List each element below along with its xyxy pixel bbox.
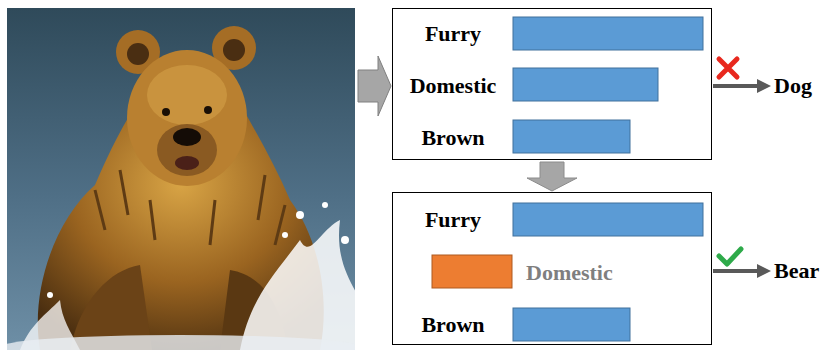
output-arrow (713, 269, 759, 273)
bear-eye (162, 108, 170, 116)
water-drop (296, 211, 304, 219)
class-label: Bear (774, 258, 819, 283)
score-bar (513, 308, 630, 341)
head-highlight (147, 65, 227, 125)
attribute-label: Brown (421, 125, 484, 150)
attribute-panel: FurryDomesticBrown (392, 8, 712, 160)
water-splash (240, 220, 355, 350)
water-drop (341, 236, 349, 244)
block-arrow (527, 162, 577, 191)
bear-photo (7, 8, 355, 350)
suppressed-bar (432, 255, 512, 288)
attribute-label: Domestic (526, 260, 613, 285)
bear-mouth (175, 156, 199, 170)
output-arrow (713, 84, 759, 88)
attribute-label: Furry (425, 21, 481, 46)
attribute-label: Brown (421, 312, 484, 337)
score-bar (513, 17, 703, 50)
block-arrow (358, 56, 391, 116)
class-label: Dog (774, 73, 812, 98)
attribute-label: Domestic (410, 73, 497, 98)
arrow-head (757, 264, 771, 278)
bear-muzzle (157, 124, 217, 176)
score-bar (513, 68, 658, 101)
water-drop (282, 232, 288, 238)
arrow-head (757, 79, 771, 93)
bear-eye (204, 106, 212, 114)
bear-ear-inner (127, 43, 149, 65)
check-mark (719, 249, 741, 264)
score-bar (513, 120, 630, 153)
water-drop (47, 292, 53, 298)
attribute-label: Furry (425, 207, 481, 232)
cross-mark (719, 59, 737, 77)
water-surface (7, 335, 355, 350)
bear-nose (173, 128, 201, 146)
water-drop (322, 202, 328, 208)
bear-ear-inner (223, 39, 245, 61)
bear-head (127, 50, 247, 186)
score-bar (513, 203, 703, 236)
attribute-panel: FurryDomesticBrown (392, 192, 712, 345)
